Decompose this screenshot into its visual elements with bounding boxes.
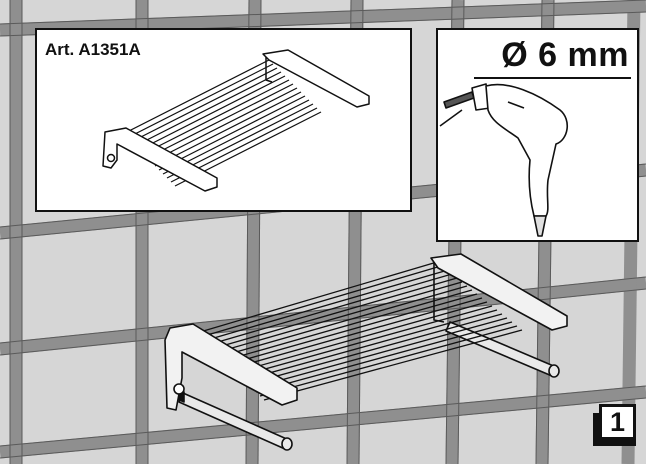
left-shelf-bracket — [164, 323, 298, 411]
drill-icon — [439, 83, 568, 237]
drill-diameter-label: Ø 6 mm — [501, 36, 629, 74]
drill-handle-tip — [533, 215, 547, 237]
drill-pointer-line — [439, 109, 463, 127]
left-wall-pin — [174, 391, 293, 451]
left-bracket-screw-hole — [173, 383, 185, 395]
drill-body — [485, 83, 568, 217]
diameter-underline — [474, 77, 631, 79]
drill-bit — [443, 91, 475, 109]
product-screw-hole — [106, 153, 116, 163]
product-bracket-back — [265, 57, 273, 83]
article-number: Art. A1351A — [45, 40, 141, 59]
product-panel: Art. A1351A — [35, 28, 412, 212]
right-bracket-back — [433, 262, 445, 323]
right-shelf-bracket — [430, 253, 568, 331]
right-wall-pin — [445, 321, 560, 378]
step-number: 1 — [609, 407, 626, 437]
product-left-bracket — [102, 127, 218, 192]
drill-panel: Ø 6 mm — [436, 28, 639, 242]
product-illustration — [102, 49, 370, 192]
mounted-shelf-illustration — [164, 253, 568, 451]
product-rods — [122, 59, 322, 187]
product-right-bracket — [262, 49, 370, 108]
shelf-rods — [199, 261, 523, 401]
step-number-box: 1 — [593, 404, 636, 446]
